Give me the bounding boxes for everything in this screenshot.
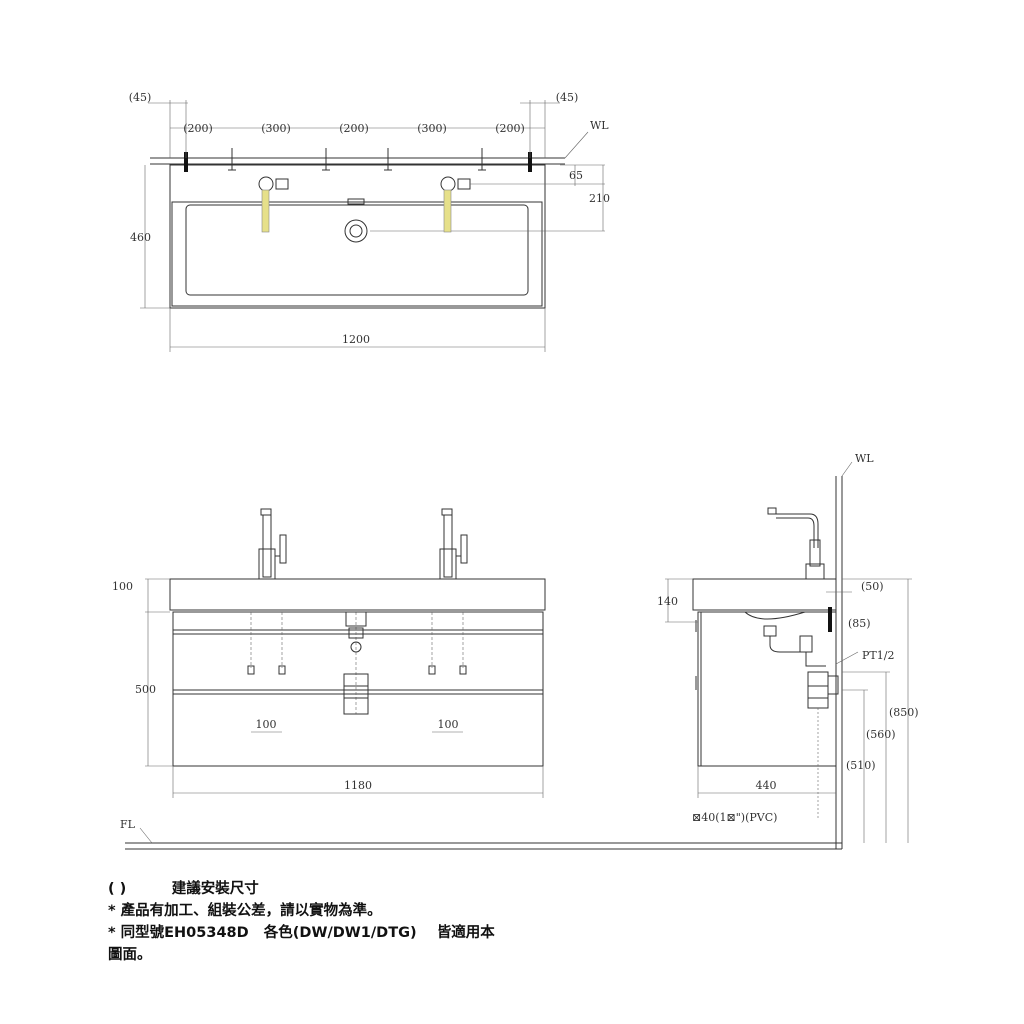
dim-45-right: (45) xyxy=(556,91,579,104)
top-basin-outline xyxy=(169,164,546,309)
top-basin-rim xyxy=(171,201,543,307)
side-drain-trap xyxy=(763,625,839,709)
front-cabinet xyxy=(172,611,544,767)
front-faucet-right xyxy=(439,508,468,580)
dim-45-left: (45) xyxy=(129,91,152,104)
note-line-2: * 產品有加工、組裝公差，請以實物為準。 xyxy=(108,903,382,919)
side-cabinet xyxy=(697,611,837,767)
top-overflow xyxy=(347,198,365,205)
dim-440: 440 xyxy=(756,779,777,792)
note-line-1: ( ) 建議安裝尺寸 xyxy=(108,881,259,897)
front-drain-trap xyxy=(343,611,369,715)
dim-1180: 1180 xyxy=(344,779,372,792)
dim-850: (850) xyxy=(889,706,919,719)
wall-bracket-left xyxy=(184,152,188,172)
dim-faucet-right-100: 100 xyxy=(438,718,459,731)
note-line-4: 圖面。 xyxy=(108,947,152,963)
dim-140: 140 xyxy=(657,595,678,608)
front-countertop xyxy=(169,578,546,611)
top-drain-inner xyxy=(349,224,363,238)
dim-560: (560) xyxy=(866,728,896,741)
dim-faucet-left-100: 100 xyxy=(256,718,277,731)
front-view: 100 500 100 100 1180 FL xyxy=(112,508,842,850)
side-countertop xyxy=(692,578,837,611)
note-line-3: * 同型號EH05348D 各色(DW/DW1/DTG) 皆適用本 xyxy=(108,925,495,941)
dim-50: (50) xyxy=(861,580,884,593)
dim-1200: 1200 xyxy=(342,333,370,346)
wall-bracket-right xyxy=(528,152,532,172)
front-faucet-left xyxy=(258,508,287,580)
dim-200-b: (200) xyxy=(339,122,369,135)
dim-210: 210 xyxy=(589,192,610,205)
dim-front-100: 100 xyxy=(112,580,133,593)
top-drain-outer xyxy=(344,219,368,243)
notes-block: ( ) 建議安裝尺寸 * 產品有加工、組裝公差，請以實物為準。 * 同型號EH0… xyxy=(108,878,628,966)
dim-300-b: (300) xyxy=(417,122,447,135)
dim-460: 460 xyxy=(130,231,151,244)
pt-label: PT1/2 xyxy=(862,649,894,662)
side-view: WL 14 xyxy=(657,452,919,849)
dim-500: 500 xyxy=(135,683,156,696)
side-wl-label: WL xyxy=(855,452,874,465)
floor-fl-label: FL xyxy=(120,818,136,831)
side-wall-bracket xyxy=(828,607,832,632)
dim-200-a: (200) xyxy=(183,122,213,135)
top-wl-label: WL xyxy=(590,119,609,132)
top-view: (45) (200) (300) (200) (300) (200) (45) … xyxy=(129,91,610,352)
pvc-label: ⊠40(1⊠")(PVC) xyxy=(692,811,777,824)
supply-valves-top xyxy=(228,148,486,171)
dim-85: (85) xyxy=(848,617,871,630)
side-faucet xyxy=(767,507,825,580)
top-faucet-left xyxy=(258,176,289,233)
dim-300-a: (300) xyxy=(261,122,291,135)
dim-200-c: (200) xyxy=(495,122,525,135)
top-basin-bowl xyxy=(185,204,529,296)
dim-510: (510) xyxy=(846,759,876,772)
dim-65: 65 xyxy=(569,169,583,182)
supply-hoses xyxy=(250,612,464,714)
supply-valves-front xyxy=(247,665,467,675)
